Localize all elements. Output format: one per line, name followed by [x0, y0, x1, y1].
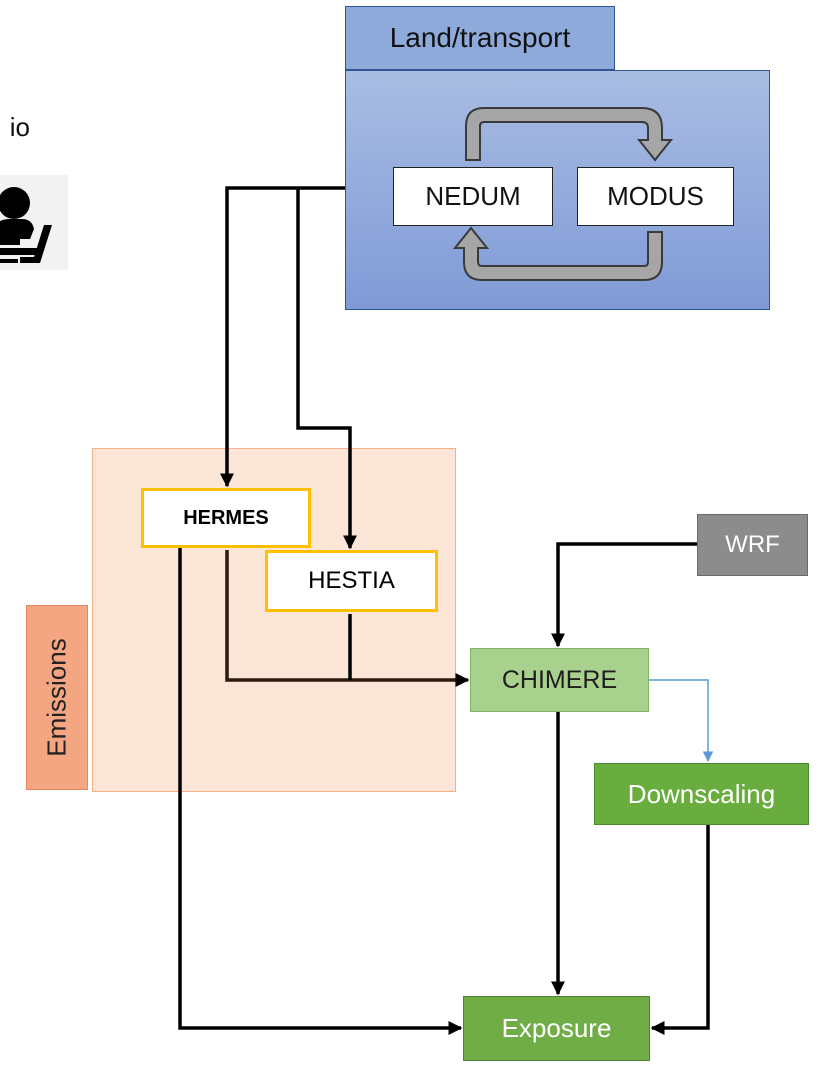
land-to-hermes-arrow	[220, 186, 345, 488]
land-transport-title: Land/transport	[345, 6, 615, 70]
hermes-to-exposure-arrow	[178, 548, 463, 1035]
chimere-to-downscaling-arrow	[649, 679, 714, 763]
modus-box: MODUS	[577, 167, 734, 226]
emissions-title-tab: Emissions	[26, 605, 88, 790]
wrf-to-chimere-arrow	[551, 542, 697, 648]
hermes-box: HERMES	[141, 488, 311, 548]
chimere-box: CHIMERE	[470, 648, 649, 712]
hermes-to-chimere-arrow	[225, 550, 470, 687]
nedum-box: NEDUM	[393, 167, 553, 226]
downscaling-to-exposure-arrow	[650, 825, 710, 1035]
bottom-loop-band	[452, 226, 663, 281]
exposure-box: Exposure	[463, 996, 650, 1061]
wrf-box: WRF	[697, 514, 808, 576]
hestia-box: HESTIA	[265, 550, 438, 612]
top-loop-band	[465, 107, 674, 162]
user-at-laptop-icon	[0, 175, 68, 270]
land-to-hestia-arrow	[296, 188, 357, 550]
scenario-label-fragment: io	[9, 112, 30, 142]
downscaling-box: Downscaling	[594, 763, 809, 825]
